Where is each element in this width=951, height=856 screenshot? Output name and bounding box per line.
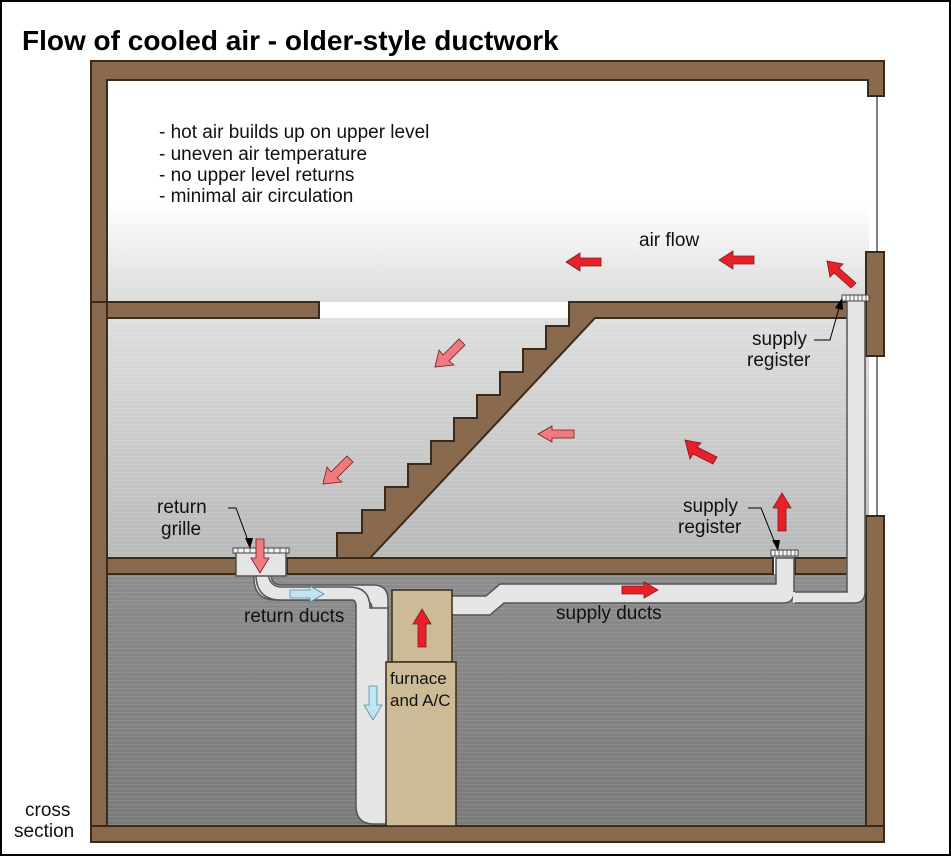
note-item: - uneven air temperature: [159, 144, 367, 165]
main-floor-right: [794, 557, 851, 575]
cross-section-label: section: [14, 821, 74, 842]
supply-register-upper-label: register: [747, 350, 811, 371]
supply-register-upper-label: supply: [752, 329, 807, 350]
air-flow-arrow-supply-right: [621, 581, 659, 599]
air-flow-arrow-register-up: [772, 492, 792, 532]
house-structure: [90, 60, 885, 843]
air-flow-arrow-stair-lower: [322, 455, 354, 485]
note-item: - minimal air circulation: [159, 186, 353, 207]
supply-ducts-label: supply ducts: [556, 603, 662, 624]
upper-floor-left: [106, 301, 320, 319]
upper-level-space: [107, 80, 869, 302]
air-flow-arrow-main-upleft: [684, 439, 718, 465]
furnace-label: furnace: [390, 669, 447, 688]
cross-section-label: cross: [25, 800, 70, 821]
return-grille-label: grille: [161, 519, 201, 540]
return-grille-label: return: [157, 497, 207, 518]
note-item: - hot air builds up on upper level: [159, 122, 429, 143]
foundation: [90, 825, 885, 843]
air-flow-arrow-stair-upper: [434, 338, 466, 368]
return-duct-run: [255, 573, 389, 825]
air-flow-arrow-return-down-duct: [363, 685, 383, 721]
note-item: - no upper level returns: [159, 165, 354, 186]
furnace-and-ac-unit: [385, 661, 457, 827]
supply-register-lower: [770, 549, 799, 557]
air-flow-arrow-main-left: [537, 425, 575, 443]
supply-register-upper-leader: [814, 300, 842, 341]
air-flow-arrow-return-right: [289, 585, 325, 603]
right-wall-lower: [865, 515, 885, 843]
air-flow-arrow-return-down: [250, 538, 270, 574]
air-flow-arrow-upleft-register: [826, 260, 857, 289]
air-flow-arrow-left-2: [718, 250, 755, 270]
right-wall-upper: [865, 251, 885, 357]
furnace-label: and A/C: [390, 691, 451, 710]
main-floor-center: [286, 557, 774, 575]
supply-register-lower-label: supply: [683, 496, 738, 517]
return-grille-leader: [228, 507, 251, 547]
return-ducts-label: return ducts: [244, 606, 344, 627]
supply-register-lower-label: register: [678, 517, 742, 538]
main-floor-left: [106, 557, 237, 575]
supply-register-upper: [841, 294, 870, 302]
supply-register-lower-leader: [748, 507, 778, 549]
notes-list: - hot air builds up on upper level - une…: [159, 122, 429, 207]
air-flow-label: air flow: [639, 230, 699, 251]
page-title: Flow of cooled air - older-style ductwor…: [22, 25, 559, 56]
air-flow-arrow-furnace-up: [412, 608, 432, 648]
air-flow-arrow-left-1: [565, 252, 602, 272]
left-wall: [90, 301, 108, 843]
